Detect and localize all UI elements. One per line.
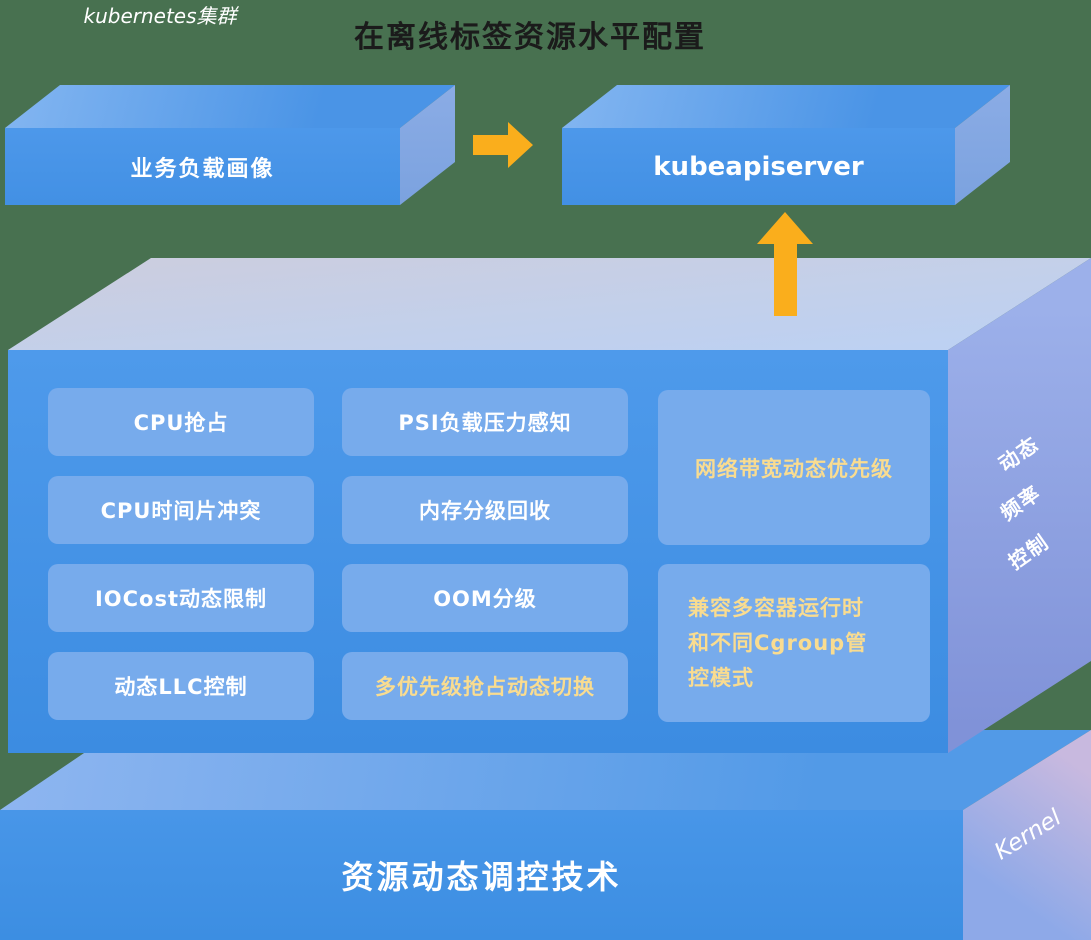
capability-item-network-bandwidth: 网络带宽动态优先级 bbox=[658, 390, 930, 545]
capability-item-memory-reclaim: 内存分级回收 bbox=[342, 476, 628, 544]
workload-box-top-face bbox=[5, 85, 455, 128]
main-box-side-face bbox=[948, 258, 1091, 753]
page-title: 在离线标签资源水平配置 bbox=[354, 20, 706, 55]
capability-item-priority-switch: 多优先级抢占动态切换 bbox=[342, 652, 628, 720]
arrow-right-icon bbox=[473, 122, 533, 168]
capability-item-cpu-preempt: CPU抢占 bbox=[48, 388, 314, 456]
kubeapiserver-label: kubeapiserver bbox=[653, 151, 864, 182]
capability-item-cpu-timeslice: CPU时间片冲突 bbox=[48, 476, 314, 544]
kubernetes-cluster-label: kubernetes集群 bbox=[83, 4, 237, 28]
capability-item-oom: OOM分级 bbox=[342, 564, 628, 632]
kernel-bar-label: 资源动态调控技术 bbox=[341, 858, 622, 896]
workload-box-front-face: 业务负载画像 bbox=[5, 128, 400, 205]
main-box-front-face: CPU抢占 CPU时间片冲突 IOCost动态限制 动态LLC控制 PSI负载压… bbox=[8, 350, 948, 753]
kubernetes-box-top-face bbox=[562, 85, 1010, 128]
kubernetes-box-front-face: kubeapiserver bbox=[562, 128, 955, 205]
kernel-bar-front-face: 资源动态调控技术 bbox=[0, 810, 963, 940]
workload-box-label: 业务负载画像 bbox=[130, 156, 275, 182]
capability-item-iocost: IOCost动态限制 bbox=[48, 564, 314, 632]
capability-item-psi: PSI负载压力感知 bbox=[342, 388, 628, 456]
capability-item-llc: 动态LLC控制 bbox=[48, 652, 314, 720]
capability-item-cgroup-compat: 兼容多容器运行时和不同Cgroup管控模式 bbox=[658, 564, 930, 722]
main-box-top-face bbox=[8, 258, 1091, 350]
